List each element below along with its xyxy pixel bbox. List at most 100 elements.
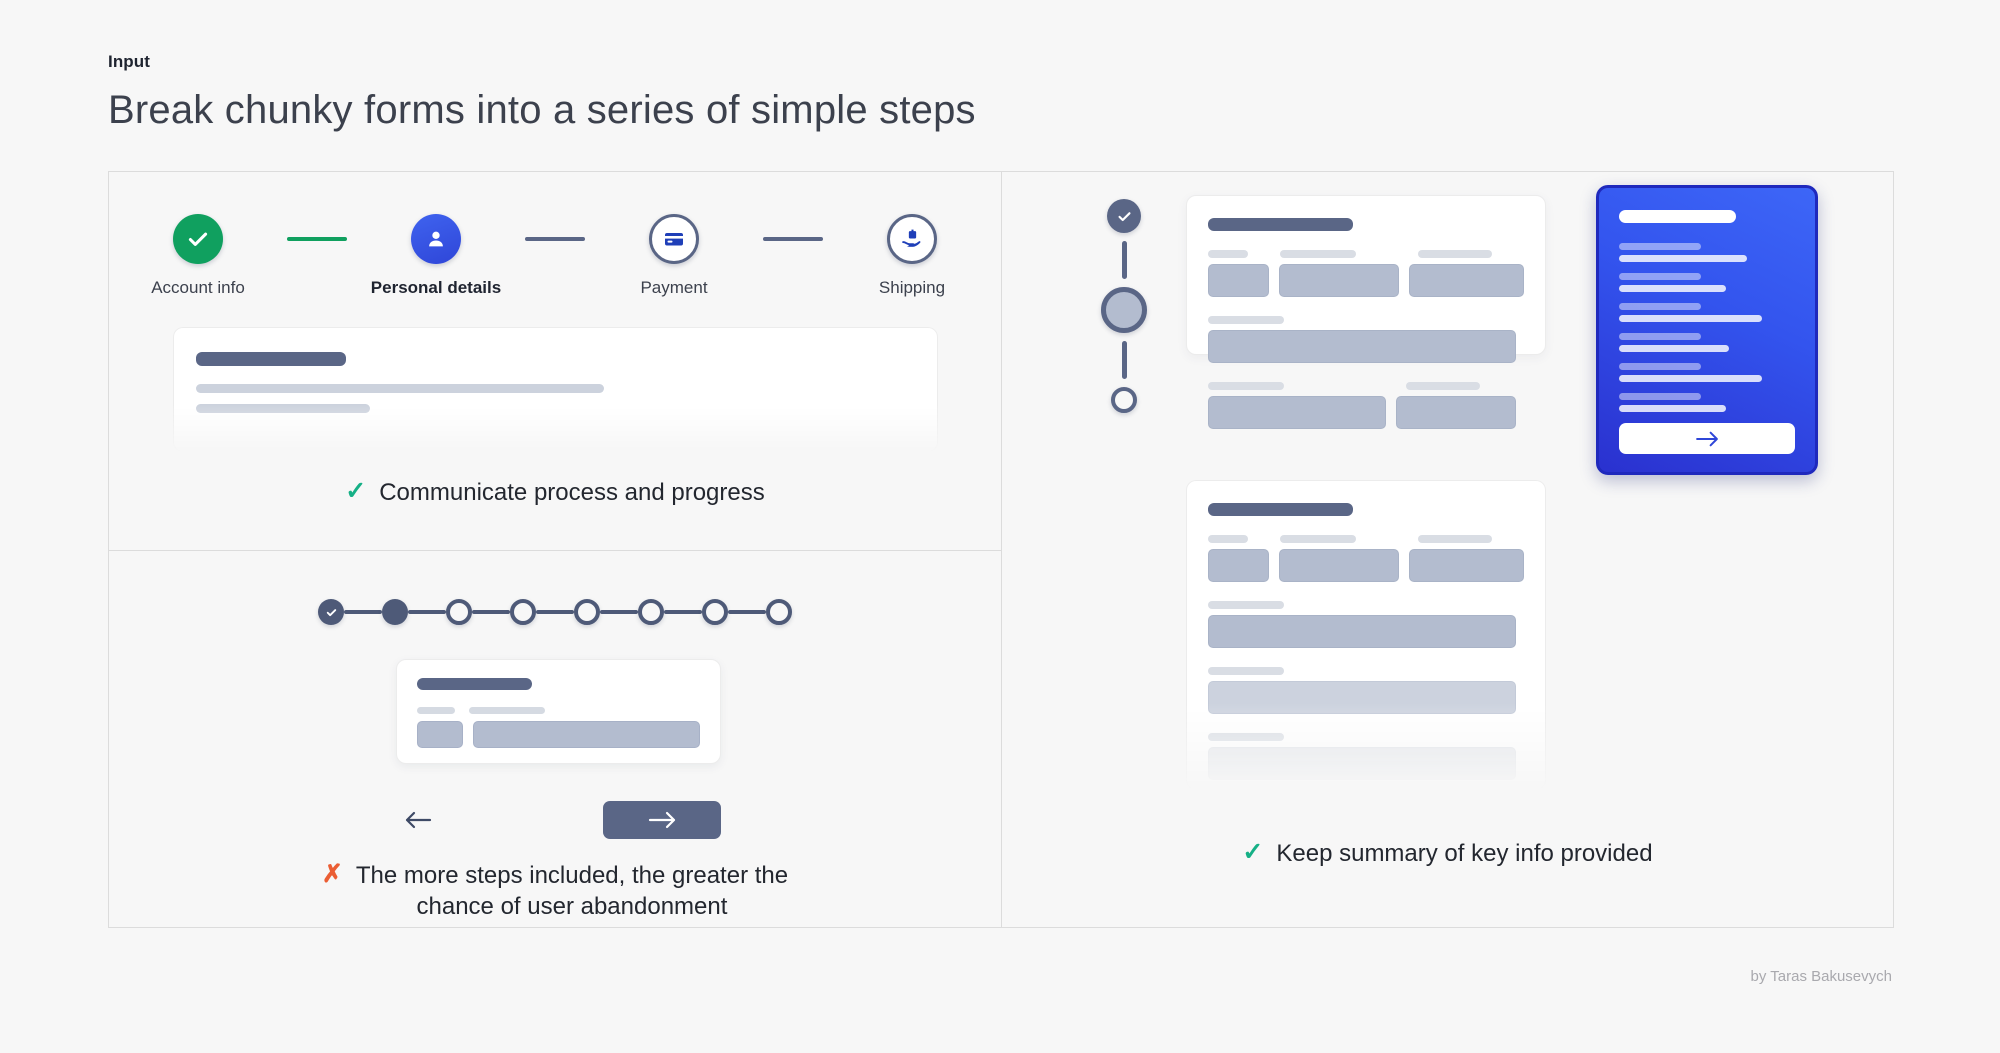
- dots-stepper: [109, 599, 1001, 625]
- stepper-connector-3: [763, 237, 823, 241]
- stepper-label: Shipping: [878, 278, 946, 297]
- page-title: Break chunky forms into a series of simp…: [108, 88, 976, 132]
- input-placeholder[interactable]: [1208, 264, 1269, 297]
- field-label-row: [1208, 382, 1524, 390]
- row-label-placeholder: [1619, 273, 1701, 281]
- arrow-right-icon: [648, 811, 676, 829]
- stepper-label: Payment: [640, 278, 708, 297]
- field-label-placeholder: [1208, 667, 1284, 675]
- dot-step-done[interactable]: [318, 599, 344, 625]
- field-group: [1208, 535, 1524, 582]
- stepper-step-account-info[interactable]: Account info: [109, 214, 287, 298]
- row-label-placeholder: [1619, 243, 1701, 251]
- input-placeholder[interactable]: [1208, 615, 1516, 648]
- cross-icon: ✗: [321, 860, 343, 888]
- left-bottom-caption: ✗ The more steps included, the greater t…: [109, 860, 1001, 922]
- field-label-placeholder: [1406, 382, 1480, 390]
- input-placeholder[interactable]: [1278, 264, 1399, 297]
- dot-step-todo[interactable]: [446, 599, 472, 625]
- card-title-placeholder: [1208, 218, 1353, 231]
- back-button[interactable]: [396, 806, 440, 834]
- row-label-placeholder: [1619, 333, 1701, 341]
- panel-row: [1619, 363, 1795, 383]
- caption-line-1: The more steps included, the greater the: [355, 862, 789, 889]
- dot-step-todo[interactable]: [574, 599, 600, 625]
- step-form-card: [396, 659, 721, 764]
- input-placeholder[interactable]: [1208, 549, 1269, 582]
- input-placeholder[interactable]: [1278, 549, 1399, 582]
- input-placeholder[interactable]: [1396, 396, 1516, 429]
- caption-line-2: chance of user abandonment: [416, 892, 728, 920]
- panel-continue-button[interactable]: [1619, 423, 1795, 454]
- step-circle-todo: [887, 214, 937, 264]
- vstep-todo[interactable]: [1111, 387, 1137, 413]
- dot-step-todo[interactable]: [638, 599, 664, 625]
- page-kicker: Input: [108, 52, 151, 71]
- panel-row: [1619, 333, 1795, 353]
- vstep-current[interactable]: [1101, 287, 1147, 333]
- dot-connector: [408, 610, 446, 614]
- field-group: [1208, 733, 1524, 780]
- card-title-placeholder: [1208, 503, 1353, 516]
- vstep-done[interactable]: [1107, 199, 1141, 233]
- check-icon: ✓: [345, 477, 367, 505]
- page-header: Input Break chunky forms into a series o…: [108, 52, 976, 133]
- field-group: [1208, 250, 1524, 297]
- input-placeholder[interactable]: [1408, 549, 1524, 582]
- footer-credit: by Taras Bakusevych: [1750, 968, 1892, 985]
- field-group: [1208, 316, 1524, 363]
- stepper-label: Account info: [151, 278, 245, 297]
- user-icon: [429, 231, 443, 247]
- left-panel: Account info Personal det: [108, 171, 1001, 928]
- field-label-placeholder: [1208, 733, 1284, 741]
- vertical-stepper: [1101, 199, 1147, 413]
- field-label-placeholder: [1208, 601, 1284, 609]
- next-button[interactable]: [603, 801, 721, 839]
- arrow-left-icon: [405, 811, 432, 829]
- step-circle-current: [411, 214, 461, 264]
- row-label-placeholder: [1619, 363, 1701, 371]
- panel-row: [1619, 273, 1795, 293]
- panel-rows: [1619, 243, 1795, 423]
- field-label-placeholder: [1280, 250, 1356, 258]
- stepper-connector-2: [525, 237, 585, 241]
- dot-step-current[interactable]: [382, 599, 408, 625]
- input-placeholder[interactable]: [1208, 396, 1386, 429]
- input-placeholder[interactable]: [1208, 681, 1516, 714]
- package-hand-icon: [901, 229, 920, 247]
- input-placeholder[interactable]: [1208, 747, 1516, 780]
- dot-connector: [728, 610, 766, 614]
- caption-text: Communicate process and progress: [379, 479, 765, 506]
- dot-step-todo[interactable]: [766, 599, 792, 625]
- stepper-step-shipping[interactable]: Shipping: [823, 214, 1001, 298]
- row-value-placeholder: [1619, 255, 1747, 263]
- panel-row: [1619, 303, 1795, 323]
- field-group: [1208, 667, 1524, 714]
- step-circle-todo: [649, 214, 699, 264]
- input-placeholder[interactable]: [1208, 330, 1516, 363]
- panel-title-placeholder: [1619, 210, 1736, 224]
- form-line-placeholder: [196, 404, 370, 413]
- input-placeholder[interactable]: [472, 721, 700, 748]
- field-group: [1208, 601, 1524, 648]
- summary-card-top: [1186, 195, 1546, 429]
- row-label-placeholder: [1619, 303, 1701, 311]
- field-label-placeholder: [1418, 250, 1492, 258]
- right-panel-caption: ✓ Keep summary of key info provided: [1002, 838, 1893, 870]
- left-panel-bottom-cell: ✗ The more steps included, the greater t…: [109, 551, 1001, 927]
- check-icon: [326, 608, 336, 616]
- summary-card-bottom: [1186, 480, 1546, 790]
- dot-step-todo[interactable]: [702, 599, 728, 625]
- wizard-nav: [396, 801, 721, 839]
- left-top-caption: ✓ Communicate process and progress: [109, 477, 1001, 509]
- input-placeholder[interactable]: [417, 721, 463, 748]
- field-input-row: [1208, 396, 1524, 429]
- stepper-step-payment[interactable]: Payment: [585, 214, 763, 298]
- row-value-placeholder: [1619, 375, 1762, 383]
- stepper-step-personal-details[interactable]: Personal details: [347, 214, 525, 298]
- field-label-placeholder: [1280, 535, 1356, 543]
- dot-step-todo[interactable]: [510, 599, 536, 625]
- input-placeholder[interactable]: [1408, 264, 1524, 297]
- vstep-connector: [1121, 241, 1127, 279]
- caption-text: The more steps included, the greater the…: [356, 861, 788, 922]
